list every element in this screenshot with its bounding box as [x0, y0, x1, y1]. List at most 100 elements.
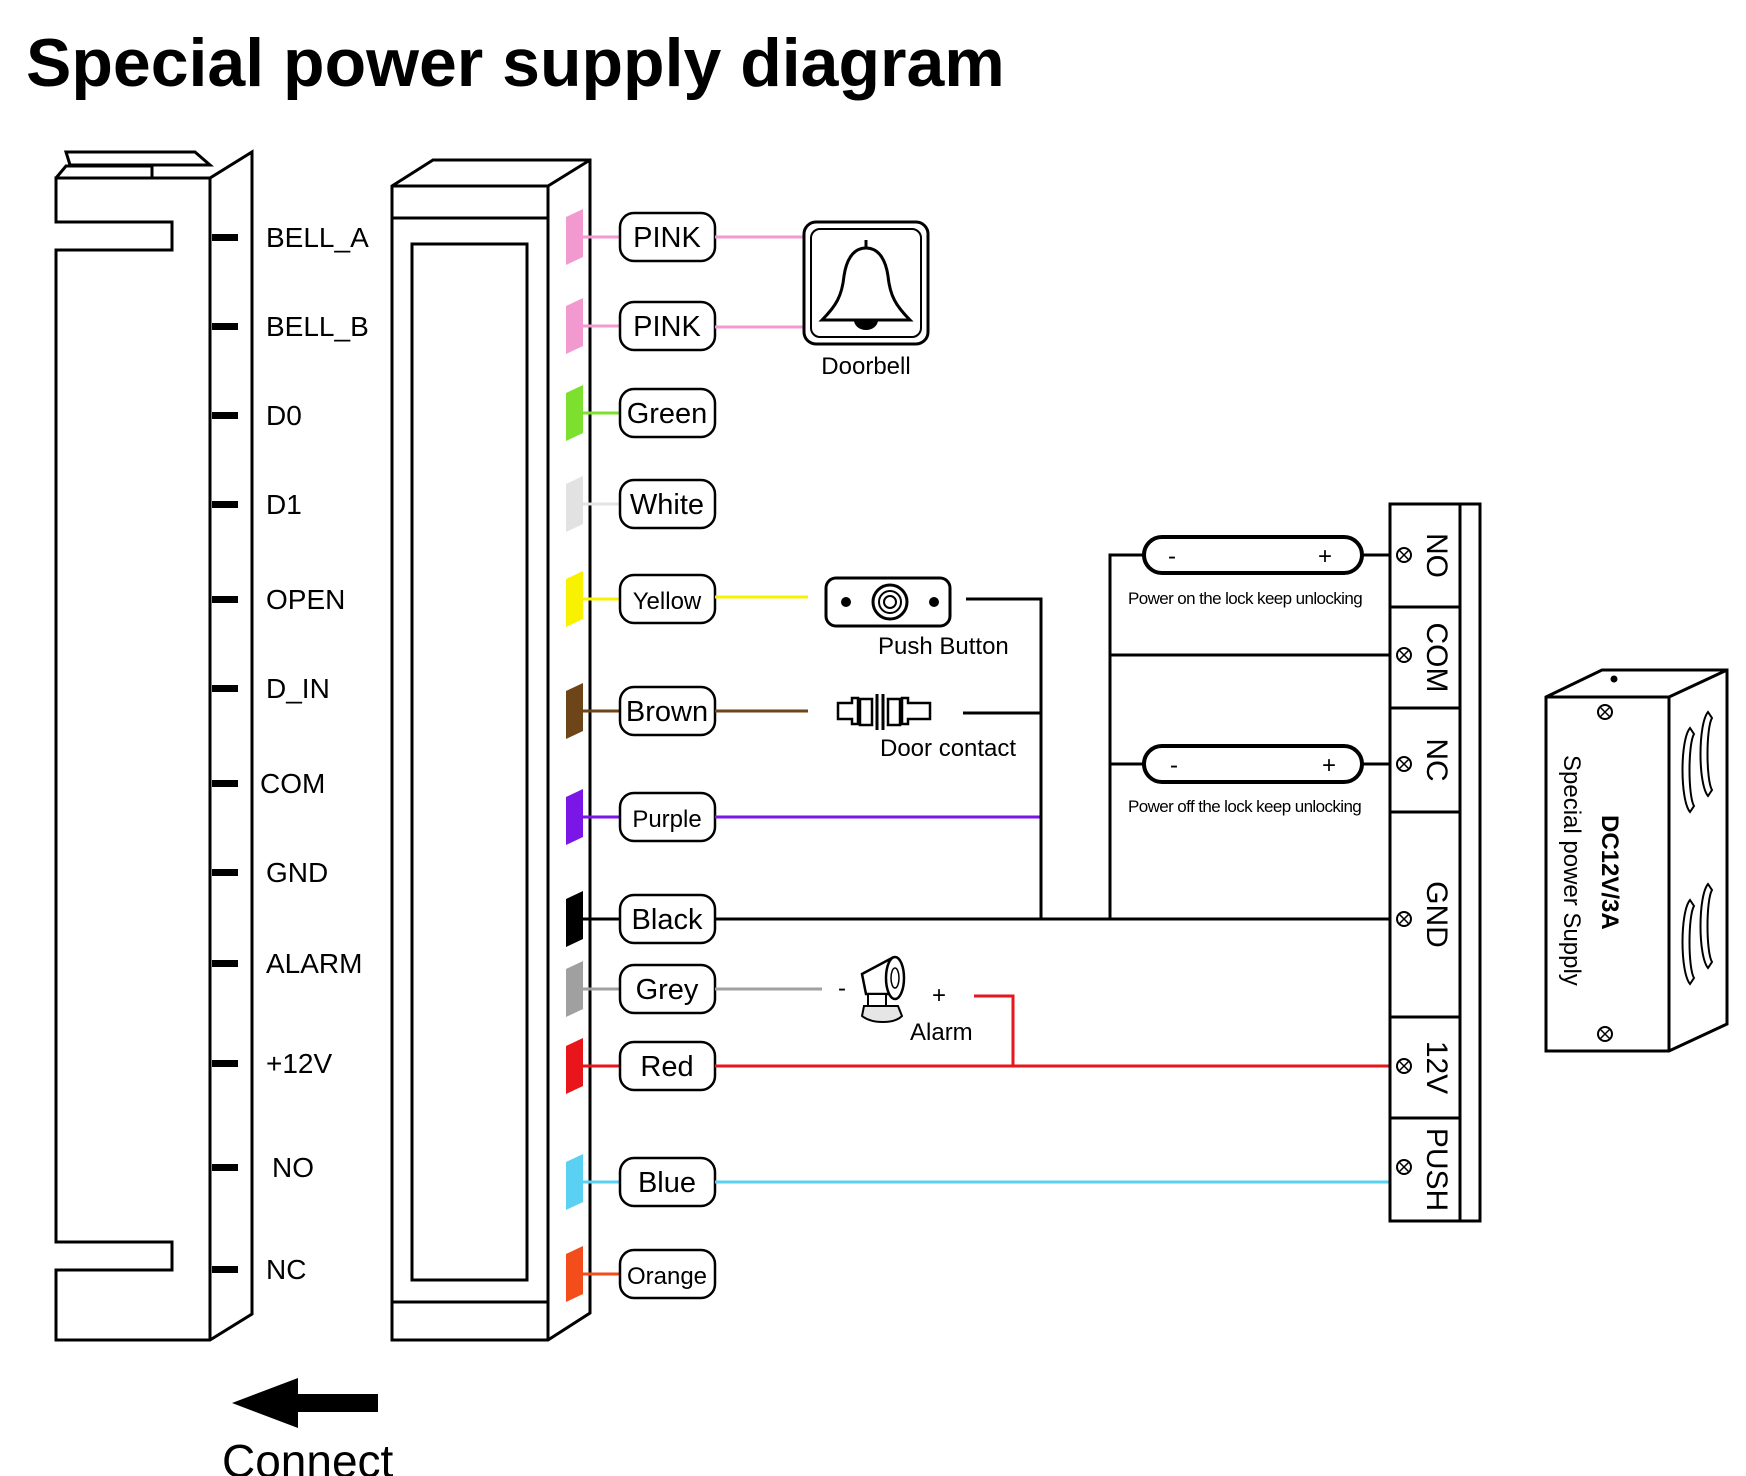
- wire-color-swatch: [566, 683, 583, 739]
- wire-label: Red: [640, 1051, 693, 1083]
- alarm-plus-label: +: [932, 982, 946, 1009]
- screw-icon: [1396, 1058, 1412, 1074]
- wire-label: White: [630, 489, 704, 521]
- pin-tick: [212, 412, 238, 419]
- bell-icon: [818, 240, 914, 330]
- wire-label: Brown: [626, 696, 708, 728]
- pin-label: ALARM: [266, 948, 362, 979]
- screw-icon: [1597, 1026, 1613, 1042]
- connect-label: Connect: [222, 1435, 394, 1476]
- lock-wiring: [1108, 553, 1390, 919]
- doorbell-label: Doorbell: [821, 353, 910, 380]
- wire-color-swatch: [566, 789, 583, 845]
- pin-label: GND: [266, 857, 328, 888]
- pin-tick: [212, 685, 238, 692]
- lock-lower-plus: +: [1322, 752, 1336, 779]
- lock-upper-note: Power on the lock keep unlocking: [1128, 589, 1362, 608]
- siren-icon: [860, 955, 906, 1023]
- wire-color-swatch: [566, 476, 583, 532]
- wire-color-swatch: [566, 1154, 583, 1210]
- wire-label: Grey: [636, 974, 699, 1006]
- wire-label: Black: [632, 904, 703, 936]
- wire-label-pill: [618, 387, 717, 439]
- wire-3: White: [566, 476, 717, 532]
- push-button-icon: [871, 583, 909, 621]
- pin-tick: [212, 234, 238, 241]
- wire-6: Purple: [566, 789, 717, 845]
- wire-label: Blue: [638, 1167, 696, 1199]
- wire-label-pill: [618, 573, 717, 625]
- terminal-label: NO: [1420, 533, 1453, 578]
- power-supply-rating: DC12V/3A: [1596, 815, 1623, 930]
- wire-label: PINK: [633, 222, 701, 254]
- pin-label: COM: [260, 768, 325, 799]
- reader-pin-ticks: [212, 234, 238, 1273]
- pin-tick: [212, 501, 238, 508]
- wire-color-swatch: [566, 1038, 583, 1094]
- screw-icon: [1396, 547, 1412, 563]
- screw-icon: [1396, 1159, 1412, 1175]
- pin-label: NO: [272, 1152, 314, 1183]
- wire-label: PINK: [633, 311, 701, 343]
- page-title: Special power supply diagram: [26, 25, 1005, 101]
- pin-label: OPEN: [266, 584, 345, 615]
- power-supply-name: Special power Supply: [1558, 755, 1585, 986]
- wire-color-swatch: [566, 1246, 583, 1302]
- lock-upper-minus: -: [1168, 543, 1176, 570]
- wire-8: Grey: [566, 961, 717, 1017]
- reader-back-housing: [54, 149, 254, 1342]
- wire-5: Brown: [566, 683, 717, 739]
- lock-fail-secure: - + Power on the lock keep unlocking: [1128, 535, 1364, 608]
- pin-tick: [212, 596, 238, 603]
- pin-tick: [212, 869, 238, 876]
- door-contact-icon: [836, 694, 932, 730]
- lock-upper-plus: +: [1318, 543, 1332, 570]
- vent-slots-icon: [1681, 710, 1714, 986]
- wire-7: Black: [566, 891, 717, 947]
- pin-tick: [212, 780, 238, 787]
- wire-1: PINK: [566, 298, 717, 354]
- wire-label-pill: [618, 478, 717, 530]
- wire-label-pill: [618, 1248, 717, 1300]
- wire-10: Blue: [566, 1154, 717, 1210]
- wire-0: PINK: [566, 209, 717, 265]
- pin-label: BELL_B: [266, 311, 369, 342]
- pin-label: D_IN: [266, 673, 330, 704]
- door-contact-label: Door contact: [880, 735, 1016, 762]
- pin-tick: [212, 1164, 238, 1171]
- wire-color-swatch: [566, 961, 583, 1017]
- connect-indicator: Connect: [222, 1378, 394, 1476]
- wire-label: Orange: [627, 1263, 707, 1290]
- terminal-label: PUSH: [1420, 1128, 1453, 1211]
- screw-icon: [1396, 911, 1412, 927]
- wire-color-swatch: [566, 209, 583, 265]
- wire-label: Yellow: [633, 588, 702, 615]
- wire-label: Green: [627, 398, 708, 430]
- wire-color-swatch: [566, 891, 583, 947]
- push-button-label: Push Button: [878, 633, 1009, 660]
- power-supply-box: DC12V/3A Special power Supply: [1544, 668, 1729, 1053]
- wire-color-swatch: [566, 571, 583, 627]
- wire-label: Purple: [632, 806, 701, 833]
- wire-color-swatch: [566, 385, 583, 441]
- reader-side-housing: [390, 158, 592, 1342]
- screw-icon: [1396, 647, 1412, 663]
- wire-set: PINK PINK GreenWhiteYellowBrownPurpleBlack…: [566, 209, 717, 1302]
- terminal-label: GND: [1420, 881, 1453, 948]
- terminal-label: NC: [1420, 738, 1453, 781]
- wire-11: Orange: [566, 1246, 717, 1302]
- terminal-label: 12V: [1420, 1041, 1453, 1094]
- doorbell-device: Doorbell: [715, 220, 930, 380]
- wire-9: Red: [566, 1038, 717, 1094]
- arrow-left-icon: [232, 1378, 378, 1428]
- pin-label: NC: [266, 1254, 306, 1285]
- main-wires: [715, 599, 1390, 1184]
- alarm-minus-label: -: [838, 975, 846, 1002]
- wire-2: Green: [566, 385, 717, 441]
- pin-tick: [212, 1266, 238, 1273]
- alarm-device: - + Alarm: [715, 955, 1015, 1066]
- lock-lower-minus: -: [1170, 752, 1178, 779]
- reader-pin-labels: BELL_ABELL_BD0D1OPEND_INCOMGNDALARM+12VN…: [260, 222, 369, 1285]
